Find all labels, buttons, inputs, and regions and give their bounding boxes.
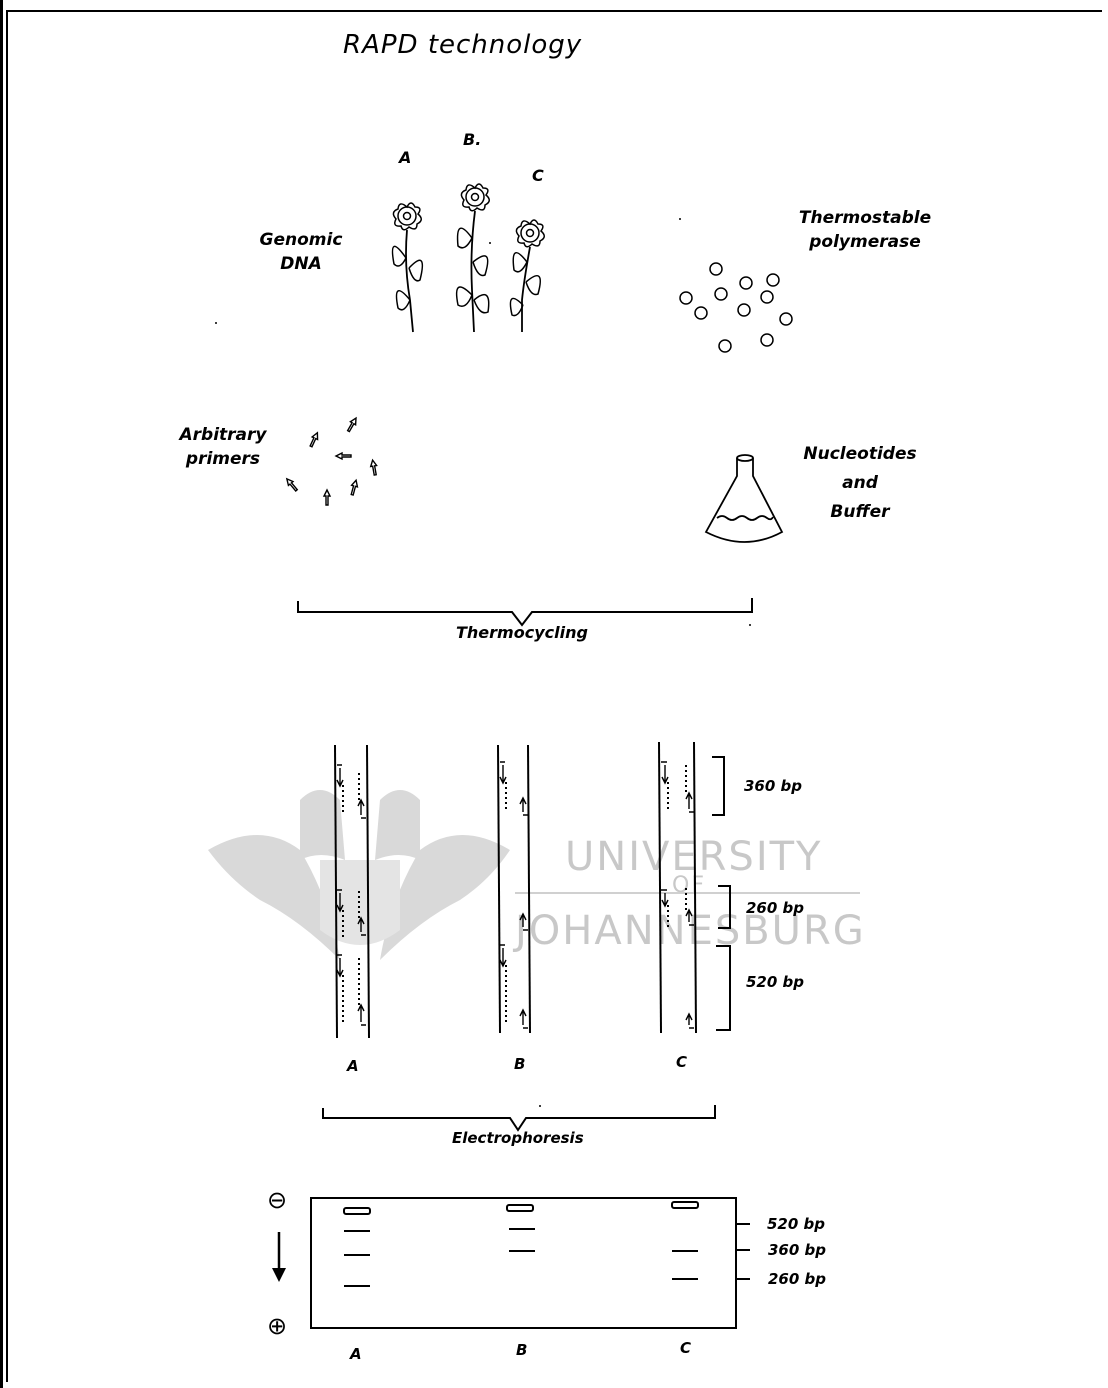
size-ticks (736, 1224, 750, 1279)
polymerase-icon (680, 263, 792, 352)
electrophoresis-bracket (323, 1105, 715, 1130)
primers-icon (285, 417, 379, 505)
migration-arrow-icon (272, 1232, 286, 1282)
flask-icon (706, 455, 782, 542)
plant-a-icon (393, 203, 423, 332)
plant-c-icon (510, 220, 544, 332)
strand-lane-a (335, 745, 369, 1038)
strand-lane-c (659, 742, 696, 1033)
gel-box (311, 1198, 736, 1328)
thermocycling-bracket (298, 598, 752, 625)
gel-bands (344, 1229, 698, 1286)
plant-b-icon (457, 184, 490, 332)
strand-annealing-marks (337, 762, 694, 1028)
size-brackets (712, 757, 730, 1030)
gel-wells (344, 1202, 698, 1214)
strand-lane-b (498, 745, 530, 1033)
